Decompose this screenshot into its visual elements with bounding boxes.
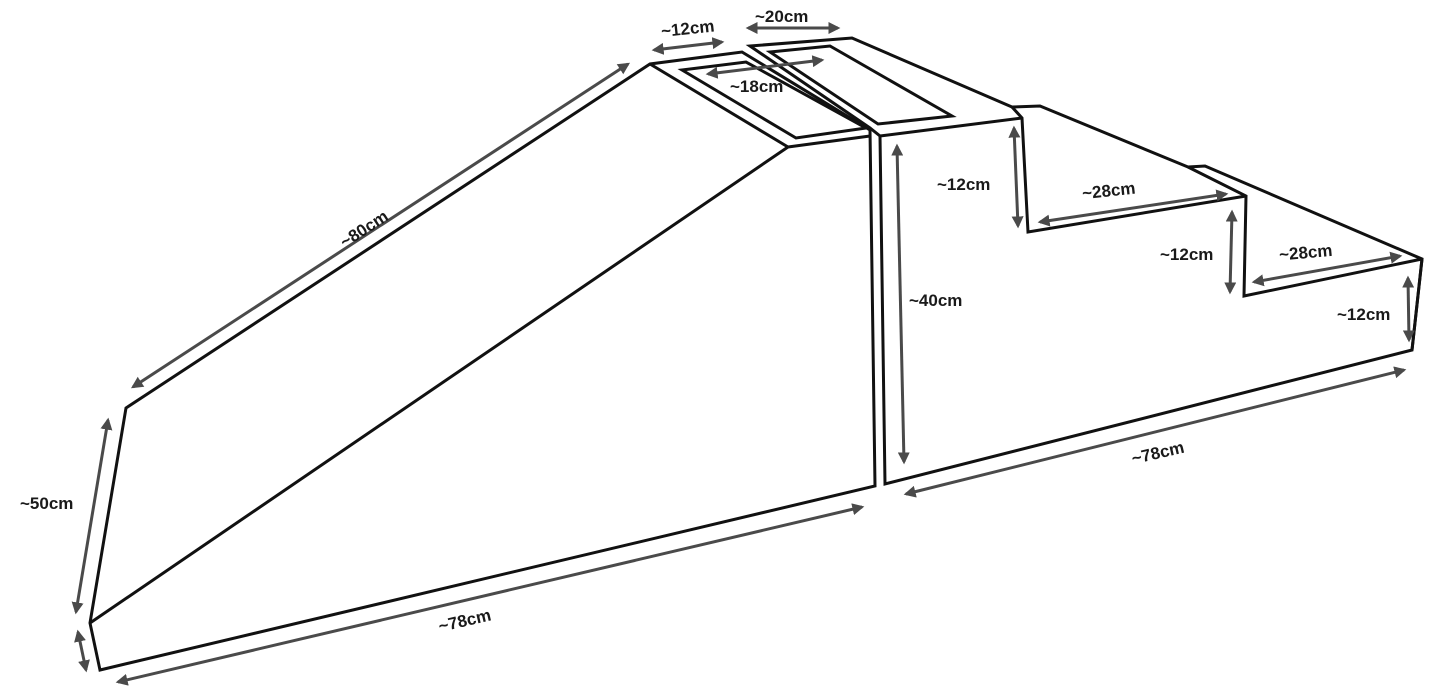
- label-step2-rise: ~12cm: [1160, 245, 1213, 264]
- ramp-top-front-edge: [787, 134, 871, 149]
- stairs-top-edge: [879, 116, 1023, 138]
- ramp-block: [88, 50, 877, 672]
- dim-arrow-ramp-height: [71, 417, 113, 615]
- dim-arrow-step2-rise: [1224, 209, 1238, 295]
- label-ramp-height: ~50cm: [20, 494, 73, 513]
- label-stairs-height: ~40cm: [909, 291, 962, 310]
- dim-arrow-top-inner: [705, 55, 825, 79]
- dimension-lines: [71, 22, 1415, 686]
- dim-arrow-step2-tread: [1251, 251, 1403, 287]
- dim-arrow-ramp-base: [115, 503, 865, 686]
- dim-arrow-slope: [130, 62, 631, 389]
- ramp-outline: [88, 50, 877, 672]
- dim-arrow-stairs-base: [903, 366, 1407, 498]
- dim-arrow-ramp-foot: [74, 629, 90, 673]
- dim-arrow-top-width: [651, 37, 725, 55]
- dim-arrow-step1-tread: [1037, 189, 1229, 227]
- stairs-top-inset: [765, 44, 957, 126]
- dimension-labels: ~80cm ~50cm ~78cm ~12cm ~20cm ~18cm ~40c…: [20, 7, 1390, 636]
- label-step1-rise: ~12cm: [937, 175, 990, 194]
- dim-arrow-step3-rise: [1402, 275, 1415, 343]
- label-ramp-base: ~78cm: [437, 605, 493, 636]
- dim-arrow-step1-rise: [1008, 125, 1024, 229]
- label-top-depth: ~20cm: [755, 7, 808, 26]
- label-top-inner: ~18cm: [730, 77, 783, 96]
- dim-arrow-stairs-height: [891, 143, 910, 465]
- label-step2-tread: ~28cm: [1278, 241, 1333, 265]
- label-stairs-base: ~78cm: [1130, 438, 1186, 469]
- label-step3-rise: ~12cm: [1337, 305, 1390, 324]
- ramp-top-back-edge: [649, 62, 789, 149]
- label-top-width: ~12cm: [660, 16, 715, 40]
